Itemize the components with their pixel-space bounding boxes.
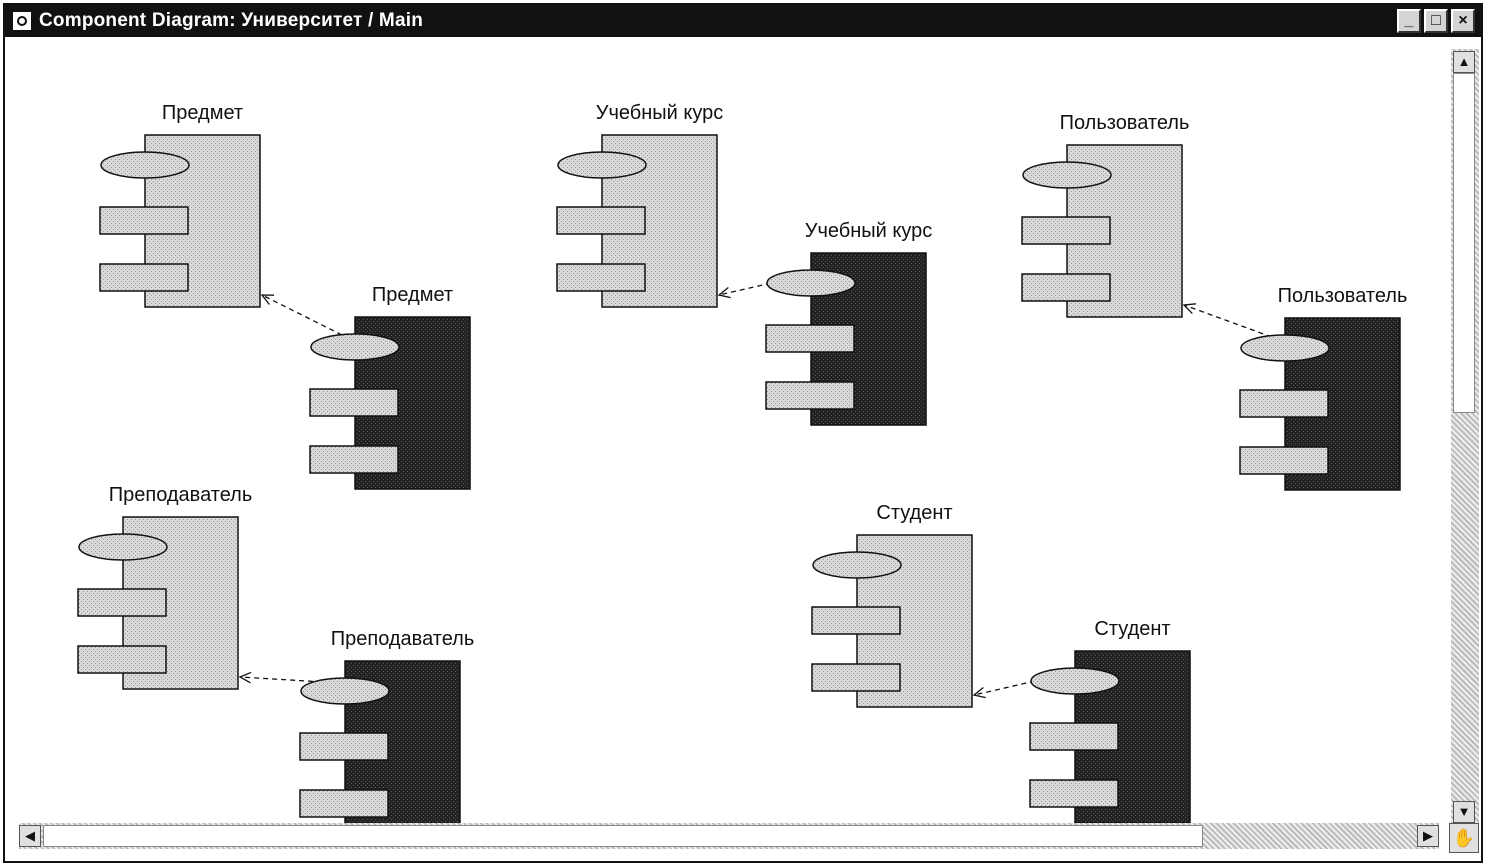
window-menu-icon[interactable]	[13, 12, 31, 30]
component-c3[interactable]: Учебный курс	[556, 102, 724, 308]
component-interface-icon	[812, 551, 902, 579]
component-port-top	[1021, 216, 1111, 245]
component-port-top	[299, 732, 389, 761]
component-port-bottom	[1021, 273, 1111, 302]
component-label: Преподаватель	[331, 628, 475, 650]
component-port-top	[99, 206, 189, 235]
dependency-arrow[interactable]	[717, 274, 807, 299]
component-label: Студент	[876, 502, 952, 524]
component-c8[interactable]: Преподаватель	[299, 628, 475, 834]
component-port-bottom	[765, 381, 855, 410]
component-interface-icon	[300, 677, 390, 705]
arrowhead-icon	[717, 286, 731, 299]
component-port-bottom	[1029, 779, 1119, 808]
component-port-bottom	[99, 263, 189, 292]
dependency-arrow[interactable]	[1182, 303, 1281, 341]
component-label: Пользователь	[1278, 285, 1408, 307]
arrowhead-icon	[260, 294, 275, 305]
component-label: Учебный курс	[596, 102, 724, 124]
component-interface-icon	[1022, 161, 1112, 189]
component-interface-icon	[100, 151, 190, 179]
component-interface-icon	[557, 151, 647, 179]
component-port-top	[1239, 389, 1329, 418]
component-port-bottom	[77, 645, 167, 674]
dependency-arrow[interactable]	[238, 671, 341, 684]
component-port-bottom	[309, 445, 399, 474]
component-interface-icon	[1030, 667, 1120, 695]
dependency-arrow[interactable]	[972, 672, 1071, 699]
component-port-top	[309, 388, 399, 417]
component-port-bottom	[299, 789, 389, 818]
horizontal-scroll-thumb[interactable]	[43, 825, 1203, 847]
minimize-button[interactable]: _	[1397, 9, 1421, 33]
scroll-left-icon[interactable]: ◀	[19, 825, 41, 847]
component-label: Студент	[1094, 618, 1170, 640]
vertical-scroll-thumb[interactable]	[1453, 73, 1475, 413]
component-label: Предмет	[162, 102, 243, 124]
arrowhead-icon	[1182, 303, 1197, 315]
dependency-arrow[interactable]	[260, 294, 351, 340]
component-port-top	[811, 606, 901, 635]
component-interface-icon	[766, 269, 856, 297]
maximize-button[interactable]: □	[1424, 9, 1448, 33]
component-c5[interactable]: Пользователь	[1021, 112, 1190, 318]
component-interface-icon	[78, 533, 168, 561]
component-interface-icon	[1240, 334, 1330, 362]
arrowhead-icon	[238, 671, 252, 684]
component-interface-icon	[310, 333, 400, 361]
component-port-bottom	[556, 263, 646, 292]
vertical-scrollbar[interactable]: ▲ ▼	[1451, 49, 1479, 829]
diagram-window: Component Diagram: Университет / Main _ …	[3, 3, 1483, 863]
component-label: Предмет	[372, 284, 453, 306]
component-c10[interactable]: Студент	[1029, 618, 1191, 824]
component-port-top	[556, 206, 646, 235]
window-title: Component Diagram: Университет / Main	[39, 10, 423, 31]
horizontal-scrollbar[interactable]: ◀ ▶	[19, 823, 1439, 849]
component-label: Пользователь	[1060, 112, 1190, 134]
component-c9[interactable]: Студент	[811, 502, 973, 708]
component-c7[interactable]: Преподаватель	[77, 484, 253, 690]
scroll-down-icon[interactable]: ▼	[1453, 801, 1475, 823]
component-port-bottom	[811, 663, 901, 692]
component-port-top	[77, 588, 167, 617]
component-label: Учебный курс	[805, 220, 933, 242]
hand-tool-icon[interactable]: ✋	[1449, 823, 1479, 853]
component-port-top	[1029, 722, 1119, 751]
component-label: Преподаватель	[109, 484, 253, 506]
close-button[interactable]: ×	[1451, 9, 1475, 33]
component-c4[interactable]: Учебный курс	[765, 220, 933, 426]
component-c1[interactable]: Предмет	[99, 102, 261, 308]
component-c6[interactable]: Пользователь	[1239, 285, 1408, 491]
component-port-bottom	[1239, 446, 1329, 475]
arrowhead-icon	[972, 686, 986, 699]
component-port-top	[765, 324, 855, 353]
component-c2[interactable]: Предмет	[309, 284, 471, 490]
scroll-right-icon[interactable]: ▶	[1417, 825, 1439, 847]
scroll-up-icon[interactable]: ▲	[1453, 51, 1475, 73]
title-bar[interactable]: Component Diagram: Университет / Main _ …	[5, 5, 1481, 37]
